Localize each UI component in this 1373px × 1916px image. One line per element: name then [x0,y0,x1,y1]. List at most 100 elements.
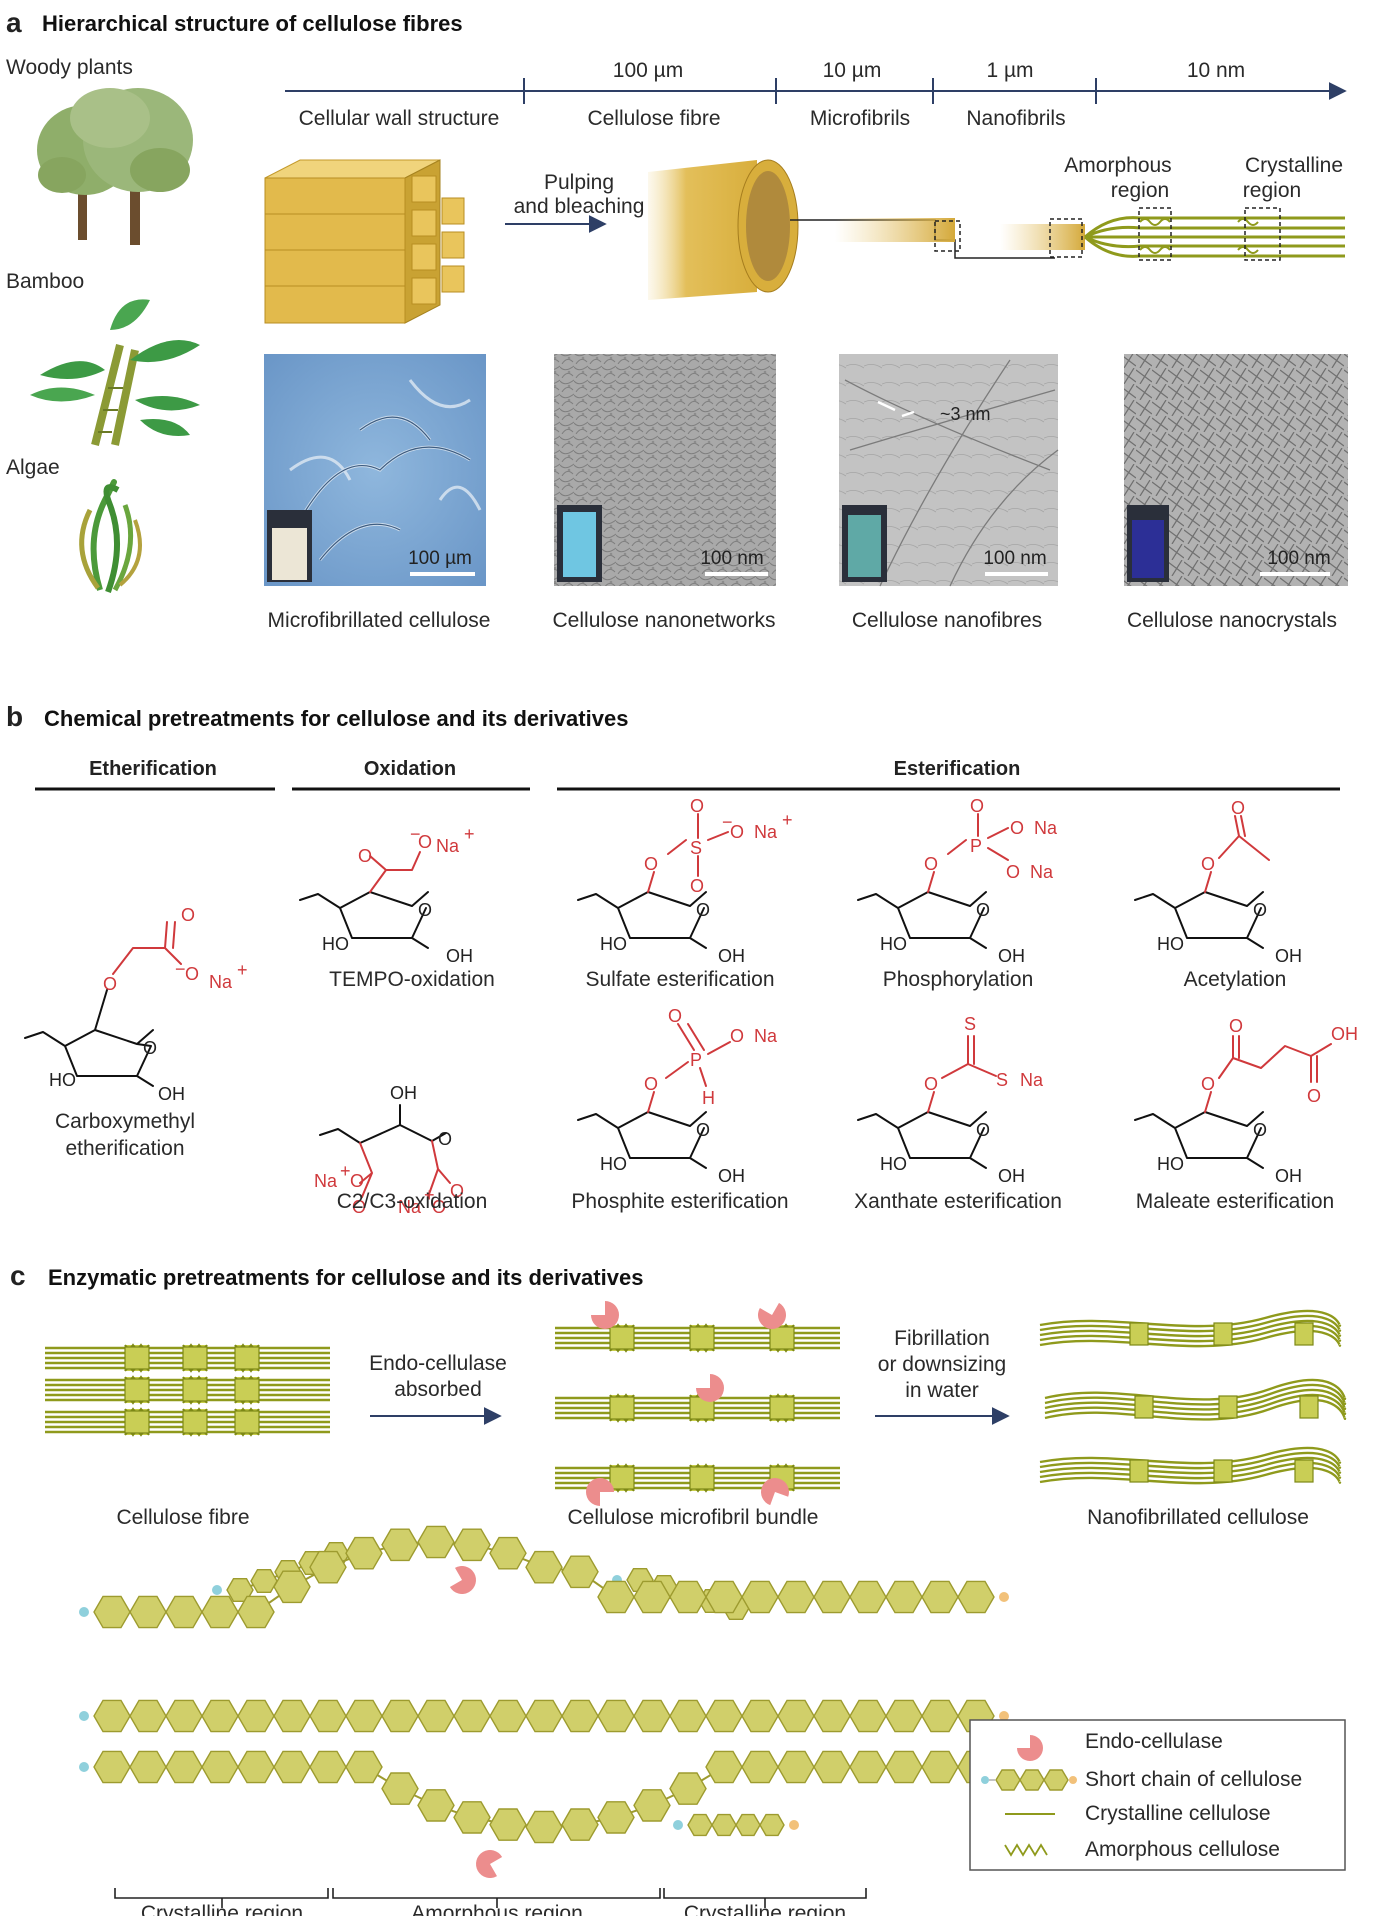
atom-oh: OH [390,1083,417,1103]
step1-label-1: Endo-cellulase [369,1352,507,1375]
step1-label-2: absorbed [394,1378,482,1401]
glucose-unit [93,1750,131,1784]
glucose-unit [741,1699,779,1733]
glucose-unit [237,1595,275,1629]
glucose-unit [957,1580,995,1614]
panel-b-letter: b [6,701,23,732]
nanofibre-width-annotation: ~3 nm [940,404,991,424]
glucose-unit [597,1801,635,1834]
glucose-chains [79,1525,1009,1878]
charge-plus-1: + [340,1161,351,1181]
glucose-unit [93,1699,131,1733]
atom-o-4: O [450,1181,464,1201]
endo-cellulase-icon [591,1301,619,1329]
panel-b: b Chemical pretreatments for cellulose a… [6,701,1358,1217]
structure-tempo: HO OH O O O − Na + [299,824,475,966]
label-nanocrystals: Cellulose nanocrystals [1127,609,1337,632]
legend-amorphous: Amorphous cellulose [1085,1838,1280,1861]
scale-10um: 10 µm [823,59,882,82]
atom-o: O [1253,900,1267,920]
nanofibril-strands [1084,216,1345,258]
panel-c-title: Enzymatic pretreatments for cellulose an… [48,1265,643,1290]
glucose-unit [597,1699,635,1733]
atom-o-carbonyl-1: O [1229,1016,1243,1036]
pulping-label-2: and bleaching [514,195,645,218]
glucose-unit [165,1699,203,1733]
atom-o-3: O [432,1197,446,1217]
atom-oh: OH [158,1084,185,1104]
scale-10nm: 10 nm [1187,59,1245,82]
structure-acetylation: HO OH O O O [1134,798,1302,966]
micrograph-nanocrystals: 100 nm [1124,354,1348,586]
glucose-unit [885,1699,923,1733]
crystalline-label-2: region [1243,179,1301,202]
atom-na: Na [1020,1070,1044,1090]
atom-p: P [970,836,982,856]
reaction-phosphorylation: Phosphorylation [883,968,1034,991]
panel-c-letter: c [10,1260,26,1291]
charge-minus: − [410,824,421,844]
atom-na: Na [436,836,460,856]
glucose-unit [597,1580,635,1614]
legend: Endo-cellulase Short chain of cellulose … [969,1719,1346,1871]
micrograph-nanocrystals-scale: 100 nm [1267,548,1330,569]
atom-o-ester: O [644,854,658,874]
micrograph-mfc: 100 µm [264,354,486,586]
atom-oh: OH [1275,1166,1302,1186]
glucose-unit [813,1699,851,1733]
glucose-unit [777,1580,815,1614]
glucose-unit [309,1699,347,1733]
atom-o-carbonyl-2: O [1307,1086,1321,1106]
glucose-unit [687,1813,713,1837]
microfibril-bundle [555,1301,840,1506]
glucose-unit [849,1699,887,1733]
glucose-unit [777,1750,815,1784]
atom-o-anion: O [730,1026,744,1046]
step2-label-1: Fibrillation [894,1327,990,1350]
atom-oh-acid: OH [1331,1024,1358,1044]
glucose-unit [633,1580,671,1614]
cellulose-fibre-cylinder [648,159,799,300]
glucose-unit [735,1813,761,1837]
glucose-unit [777,1699,815,1733]
panel-c: c Enzymatic pretreatments for cellulose … [10,1260,1347,1916]
label-mfc: Microfibrillated cellulose [268,609,491,632]
atom-o: O [976,900,990,920]
atom-o: O [143,1038,157,1058]
legend-short-chain: Short chain of cellulose [1085,1768,1302,1791]
bamboo-icon [30,299,200,446]
reaction-acetylation: Acetylation [1184,968,1287,991]
glucose-unit [345,1750,383,1784]
panel-a-letter: a [6,7,22,38]
atom-o-ester: O [644,1074,658,1094]
level-microfibrils: Microfibrils [810,107,910,130]
legend-endo-cellulase: Endo-cellulase [1085,1730,1223,1753]
atom-o-carbonyl: O [181,905,195,925]
glucose-unit [669,1772,707,1805]
atom-ho: HO [49,1070,76,1090]
micrograph-nanonetworks: 100 nm [554,354,776,586]
glucose-unit [561,1808,599,1841]
reaction-sulfate: Sulfate esterification [585,968,774,991]
atom-oh: OH [998,1166,1025,1186]
reaction-maleate: Maleate esterification [1136,1190,1334,1213]
reaction-carboxymethyl-2: etherification [65,1137,184,1160]
tree-icon [37,88,193,245]
atom-o-top: O [690,796,704,816]
glucose-unit [237,1699,275,1733]
glucose-unit [345,1699,383,1733]
nanofibril [1000,224,1085,250]
atom-o: O [1253,1120,1267,1140]
micrograph-nanofibres: ~3 nm 100 nm [839,354,1059,587]
atom-h: H [702,1088,715,1108]
atom-o-ester: O [1201,854,1215,874]
source-bamboo: Bamboo [6,270,84,293]
reaction-phosphite: Phosphite esterification [571,1190,788,1213]
atom-na: Na [754,1026,778,1046]
glucose-unit [741,1580,779,1614]
atom-o: O [696,900,710,920]
glucose-unit [885,1750,923,1784]
atom-na-1: Na [314,1171,338,1191]
category-etherification: Etherification [89,758,217,780]
step2-label-3: in water [905,1379,979,1402]
